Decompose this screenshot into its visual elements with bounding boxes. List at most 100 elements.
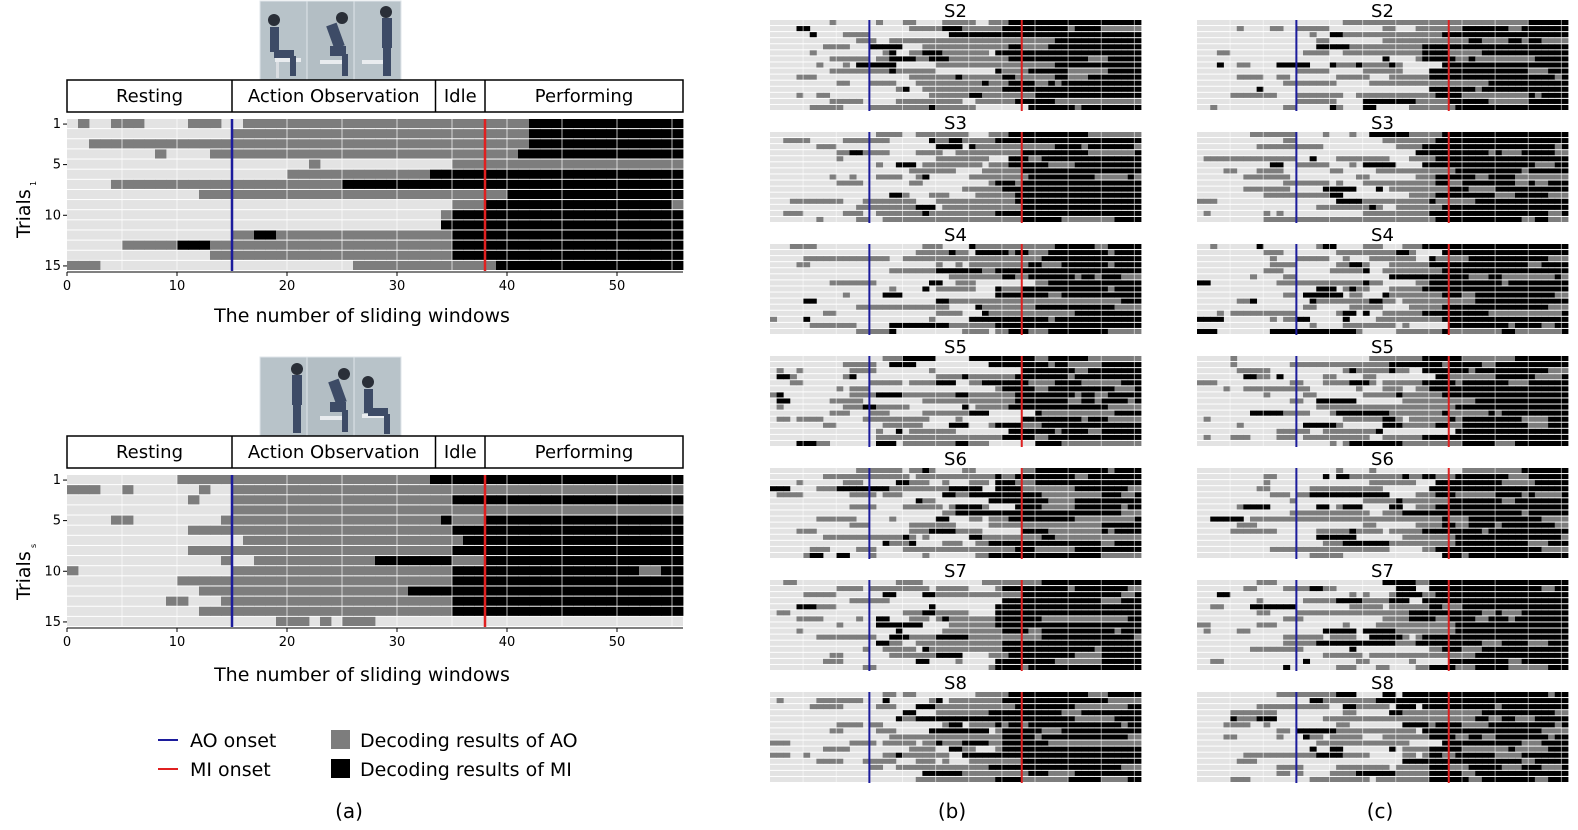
window-cell	[562, 200, 574, 210]
trial-row	[770, 304, 1141, 310]
window-cell	[1094, 610, 1102, 616]
window-cell	[298, 129, 310, 139]
window-cell	[1035, 44, 1043, 50]
window-cell	[1048, 728, 1056, 734]
window-cell	[1114, 398, 1122, 404]
window-cell	[1028, 216, 1036, 222]
window-cell	[1107, 138, 1115, 144]
window-cell	[1015, 664, 1023, 670]
window-cell	[1121, 716, 1129, 722]
window-cell	[650, 495, 662, 505]
window-cell	[441, 576, 453, 586]
window-cell	[1074, 374, 1082, 380]
window-cell	[809, 546, 817, 552]
window-cell	[463, 545, 475, 556]
window-cell	[882, 622, 890, 628]
window-cell	[789, 580, 797, 586]
window-cell	[1015, 168, 1023, 174]
window-cell	[474, 606, 486, 616]
window-cell	[1074, 658, 1082, 664]
window-cell	[1054, 92, 1062, 98]
window-cell	[909, 440, 917, 446]
window-cell	[816, 416, 824, 422]
window-cell	[1028, 664, 1036, 670]
window-cell	[909, 256, 917, 262]
window-cell	[650, 515, 662, 525]
window-cell	[948, 392, 956, 398]
window-cell	[672, 200, 684, 210]
window-cell	[1081, 628, 1089, 634]
window-cell	[595, 556, 607, 566]
window-cell	[1101, 156, 1109, 162]
window-cell	[929, 216, 937, 222]
window-cell	[518, 495, 530, 505]
window-cell	[803, 138, 811, 144]
window-cell	[829, 98, 837, 104]
window-cell	[902, 356, 910, 362]
window-cell	[661, 475, 673, 485]
window-cell	[1127, 534, 1135, 540]
window-cell	[287, 250, 299, 260]
window-cell	[1035, 132, 1043, 138]
window-cell	[386, 189, 398, 200]
window-cell	[995, 692, 1003, 698]
window-cell	[397, 535, 409, 545]
window-cell	[1048, 68, 1056, 74]
window-cell	[862, 386, 870, 392]
window-cell	[485, 210, 497, 220]
window-cell	[942, 26, 950, 32]
window-cell	[948, 540, 956, 546]
window-cell	[895, 322, 903, 328]
window-cell	[922, 652, 930, 658]
window-cell	[551, 149, 563, 159]
window-cell	[1061, 186, 1069, 192]
window-cell	[386, 545, 398, 556]
window-cell	[1107, 244, 1115, 250]
window-cell	[849, 362, 857, 368]
window-cell	[803, 198, 811, 204]
window-cell	[1068, 144, 1076, 150]
window-cell	[902, 104, 910, 110]
window-cell	[1015, 150, 1023, 156]
window-cell	[529, 129, 541, 139]
window-cell	[1068, 356, 1076, 362]
window-cell	[430, 475, 442, 485]
window-cell	[1068, 664, 1076, 670]
window-cell	[595, 545, 607, 556]
window-cell	[975, 474, 983, 480]
window-cell	[922, 162, 930, 168]
window-cell	[397, 545, 409, 556]
window-cell	[915, 256, 923, 262]
window-cell	[882, 728, 890, 734]
window-cell	[1054, 586, 1062, 592]
window-cell	[968, 62, 976, 68]
window-cell	[909, 580, 917, 586]
window-cell	[1028, 74, 1036, 80]
window-cell	[1101, 168, 1109, 174]
window-cell	[1008, 262, 1016, 268]
window-cell	[1068, 552, 1076, 558]
window-cell	[895, 404, 903, 410]
window-cell	[298, 250, 310, 260]
window-cell	[287, 169, 299, 179]
window-cell	[942, 204, 950, 210]
window-cell	[551, 475, 563, 485]
window-cell	[1081, 156, 1089, 162]
window-cell	[935, 92, 943, 98]
window-cell	[1121, 392, 1129, 398]
window-cell	[1088, 546, 1096, 552]
window-cell	[1088, 380, 1096, 386]
window-cell	[975, 74, 983, 80]
window-cell	[988, 546, 996, 552]
window-cell	[1081, 410, 1089, 416]
window-cell	[617, 200, 629, 210]
window-cell	[796, 380, 804, 386]
window-cell	[540, 250, 552, 260]
window-cell	[1101, 26, 1109, 32]
window-cell	[948, 652, 956, 658]
window-cell	[1054, 492, 1062, 498]
window-cell	[430, 189, 442, 200]
window-cell	[661, 566, 673, 576]
window-cell	[617, 230, 629, 240]
window-cell	[1081, 216, 1089, 222]
